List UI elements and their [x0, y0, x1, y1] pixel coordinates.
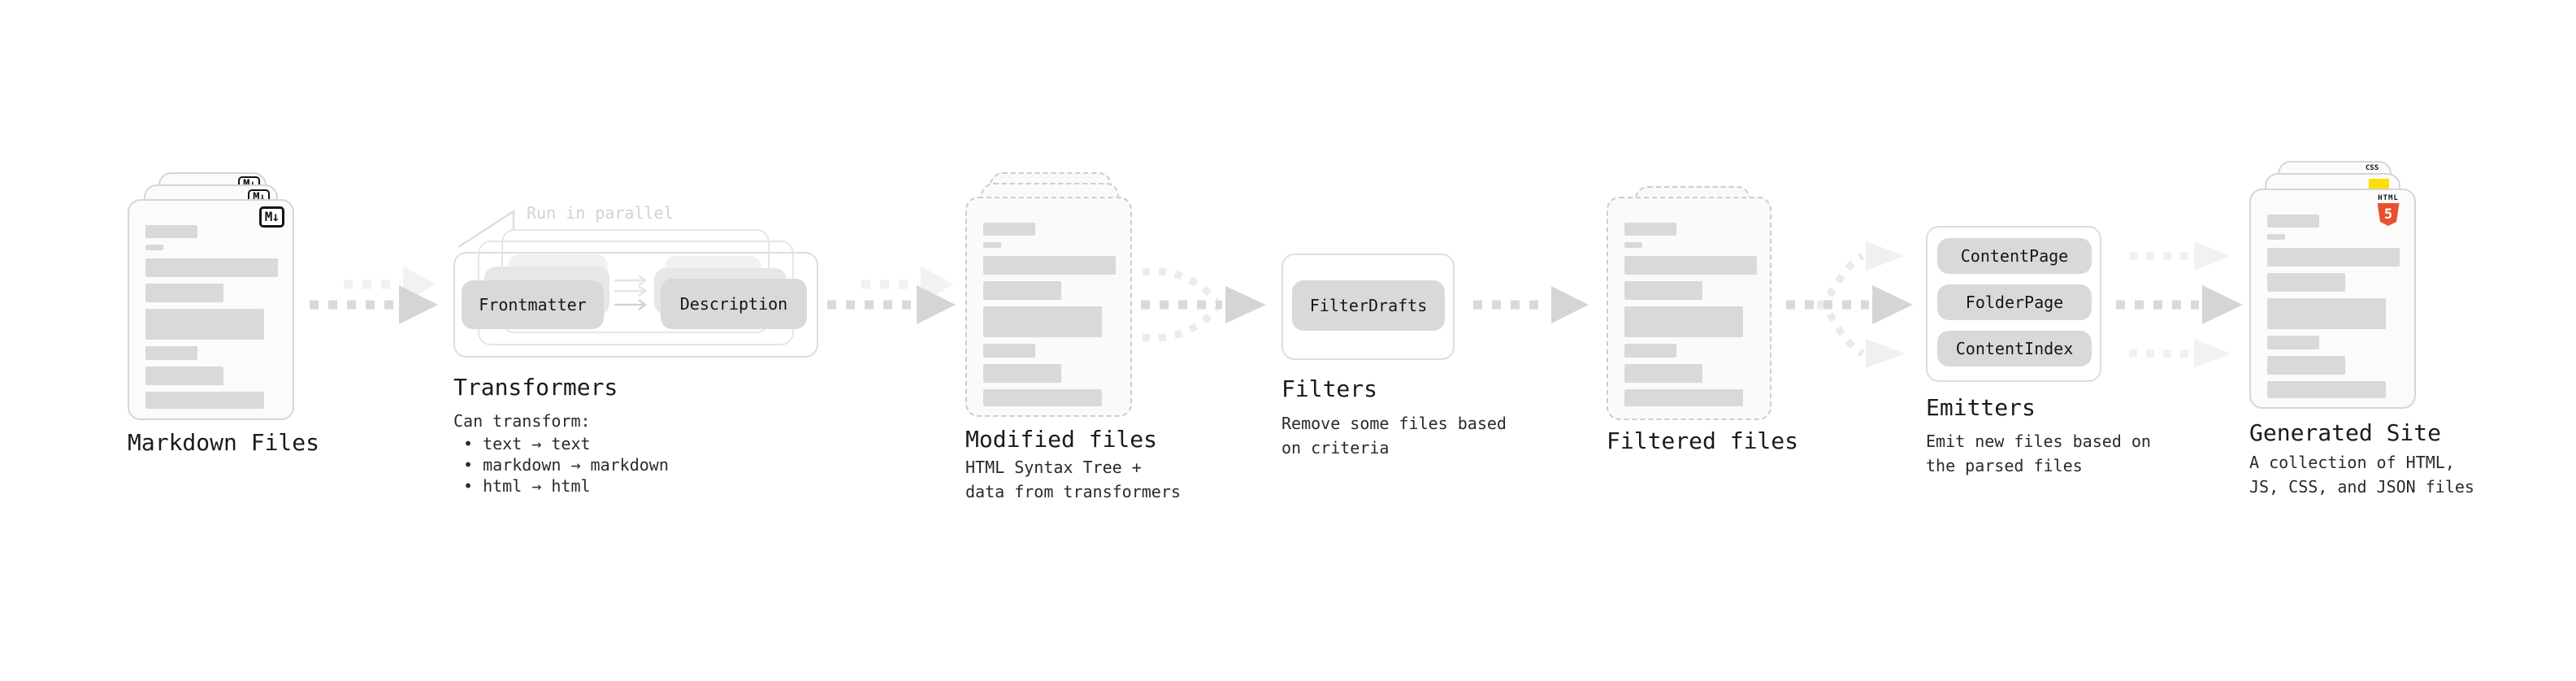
desc-line: on criteria — [1281, 438, 1390, 458]
placeholder-text-bar — [983, 364, 1061, 383]
placeholder-text-bar — [1624, 242, 1642, 248]
arrow-filters-to-filtered — [1473, 286, 1589, 323]
emitters-description: Emit new files based on the parsed files — [1926, 429, 2151, 478]
placeholder-text-bar — [1624, 306, 1743, 337]
placeholder-text-bar — [2267, 248, 2400, 267]
parallel-step-arrows — [614, 275, 648, 310]
desc-line: data from transformers — [965, 482, 1181, 501]
arrow-modified-to-filters — [1141, 267, 1266, 342]
placeholder-text-bar — [1624, 364, 1702, 383]
desc-line: HTML Syntax Tree + — [965, 458, 1142, 477]
filtered-doc-front — [1607, 197, 1772, 420]
placeholder-text-bar — [983, 256, 1116, 275]
fanout-head-bottom — [1866, 339, 1905, 368]
main-arrow — [827, 285, 956, 324]
fanout-curve-bottom — [1816, 301, 1865, 357]
arrow-head — [1872, 285, 1913, 324]
placeholder-text-bar — [983, 242, 1001, 248]
placeholder-text-bar — [1624, 389, 1743, 406]
placeholder-text-bar — [145, 284, 223, 302]
main-arrow — [310, 285, 438, 324]
desc-bullet: • html → html — [463, 476, 591, 496]
placeholder-text-bar — [2267, 381, 2386, 398]
placeholder-text-bar — [983, 344, 1035, 358]
generated-site-description: A collection of HTML, JS, CSS, and JSON … — [2249, 450, 2474, 499]
emitters-box — [1926, 226, 2101, 382]
placeholder-text-bar — [2267, 298, 2386, 329]
html5-icon: HTML 5 — [2371, 194, 2405, 226]
desc-line: JS, CSS, and JSON files — [2249, 477, 2474, 497]
site-doc-html: HTML 5 — [2249, 189, 2416, 409]
placeholder-text-bar — [983, 306, 1102, 337]
converge-curve-bottom — [1142, 306, 1221, 342]
transformers-box-front — [453, 252, 818, 358]
placeholder-text-bar — [2267, 356, 2345, 375]
fanout-curve-top — [1816, 253, 1865, 309]
run-in-parallel-note: Run in parallel — [527, 203, 674, 223]
desc-bullet: • markdown → markdown — [463, 455, 669, 475]
placeholder-text-bar — [1624, 344, 1676, 358]
modified-files-title: Modified files — [965, 426, 1158, 453]
filters-description: Remove some files based on criteria — [1281, 411, 1507, 460]
placeholder-text-bar — [2267, 336, 2319, 349]
ghost-arrow — [2129, 339, 2231, 368]
ghost-arrow — [2129, 241, 2231, 271]
markdown-icon: M↓ — [258, 206, 284, 228]
desc-line: Can transform: — [453, 411, 591, 431]
placeholder-text-bar — [1624, 223, 1676, 236]
arrow-filtered-to-emitters — [1786, 241, 1913, 368]
placeholder-text-bar — [145, 392, 264, 409]
placeholder-text-bar — [145, 258, 278, 277]
placeholder-text-bar — [145, 225, 197, 238]
placeholder-text-bar — [983, 281, 1061, 300]
placeholder-text-bar — [1624, 281, 1702, 300]
doc-content-placeholder — [983, 223, 1116, 406]
contentpage-node: ContentPage — [1937, 238, 2092, 274]
placeholder-text-bar — [2267, 273, 2345, 292]
markdown-doc-front: M↓ — [128, 199, 294, 420]
modified-files-description: HTML Syntax Tree + data from transformer… — [965, 455, 1181, 504]
markdown-files-title: Markdown Files — [128, 429, 320, 456]
placeholder-text-bar — [145, 367, 223, 385]
contentindex-node: ContentIndex — [1937, 331, 2092, 367]
filterdrafts-node: FilterDrafts — [1292, 280, 1445, 331]
doc-content-placeholder — [1624, 223, 1757, 406]
frontmatter-node: Frontmatter — [462, 280, 604, 329]
annotation-leader-line — [458, 209, 515, 249]
filtered-files-title: Filtered files — [1607, 427, 1799, 454]
placeholder-text-bar — [145, 309, 264, 340]
converge-curve-top — [1142, 267, 1221, 303]
fanout-head-top — [1866, 241, 1905, 271]
generated-site-title: Generated Site — [2249, 419, 2442, 446]
js-icon — [2369, 179, 2389, 189]
filters-box — [1281, 254, 1455, 360]
arrow-head — [1551, 286, 1589, 323]
desc-line: A collection of HTML, — [2249, 453, 2455, 472]
desc-line: the parsed files — [1926, 456, 2083, 475]
filters-title: Filters — [1281, 375, 1378, 402]
placeholder-text-bar — [983, 223, 1035, 236]
description-node: Description — [661, 279, 807, 329]
transformers-title: Transformers — [453, 374, 618, 401]
placeholder-text-bar — [983, 389, 1102, 406]
arrow-emitters-to-site — [2116, 241, 2243, 368]
doc-content-placeholder — [145, 225, 278, 409]
main-arrow — [2116, 285, 2243, 324]
arrow-transformers-to-modified — [827, 266, 956, 324]
arrow-head — [1225, 286, 1266, 323]
placeholder-text-bar — [145, 245, 163, 250]
placeholder-text-bar — [2267, 215, 2319, 228]
doc-content-placeholder — [2267, 215, 2400, 398]
desc-line: Remove some files based — [1281, 414, 1507, 433]
placeholder-text-bar — [2267, 234, 2285, 240]
desc-line: Emit new files based on — [1926, 432, 2151, 451]
arrow-markdown-to-transformers — [310, 266, 438, 324]
modified-doc-front — [965, 197, 1132, 417]
placeholder-text-bar — [145, 346, 197, 360]
folderpage-node: FolderPage — [1937, 284, 2092, 320]
desc-bullet: • text → text — [463, 434, 591, 453]
transformers-description: Can transform: • text → text • markdown … — [453, 409, 669, 497]
placeholder-text-bar — [1624, 256, 1757, 275]
emitters-title: Emitters — [1926, 394, 2036, 421]
